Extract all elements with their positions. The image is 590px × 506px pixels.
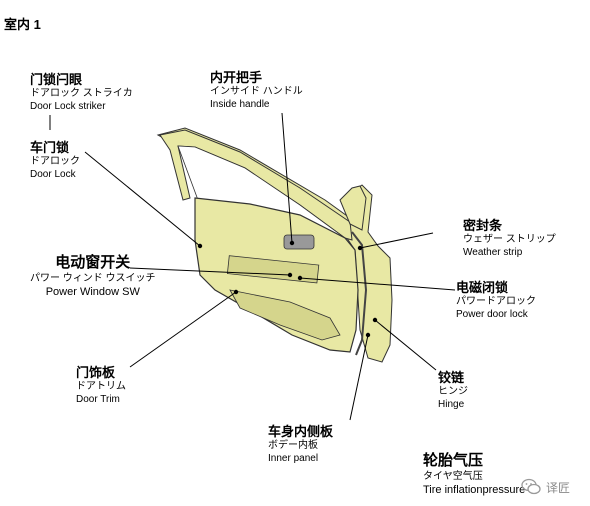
dot-door-trim bbox=[233, 289, 239, 295]
label-tire-inflation: 轮胎气压 タイヤ空气压 Tire inflationpressure bbox=[423, 452, 526, 496]
leader-hinge bbox=[374, 319, 437, 371]
dot-power-door-lock bbox=[297, 275, 303, 281]
label-power-door-lock: 电磁闭锁 パワードアロック Power door lock bbox=[456, 280, 536, 320]
dot-inner-panel bbox=[365, 332, 371, 338]
label-inside-handle: 内开把手 インサイド ハンドル Inside handle bbox=[210, 70, 303, 110]
seat-back bbox=[339, 185, 367, 231]
watermark: 译匠 bbox=[521, 478, 570, 496]
label-door-trim: 门饰板 ドアトリム Door Trim bbox=[76, 365, 126, 405]
window-switch-panel bbox=[226, 255, 320, 284]
leader-door-lock bbox=[84, 151, 201, 247]
page-title: 室内 1 bbox=[4, 17, 41, 32]
leader-door-trim bbox=[129, 291, 237, 368]
door-pocket bbox=[229, 289, 341, 341]
dot-hinge bbox=[372, 317, 378, 323]
leader-inner-panel bbox=[349, 334, 369, 421]
dot-weather-strip bbox=[357, 245, 363, 251]
leader-power-door-lock bbox=[299, 277, 456, 291]
dot-inside-handle bbox=[289, 240, 295, 246]
leader-weather-strip bbox=[359, 232, 434, 249]
leader-power-window-sw bbox=[129, 267, 291, 276]
wechat-icon bbox=[521, 478, 541, 495]
label-door-lock: 车门锁 ドアロック Door Lock bbox=[30, 140, 80, 180]
label-door-lock-striker: 门锁闩眼 ドアロック ストライカ Door Lock striker bbox=[30, 72, 133, 112]
watermark-text: 译匠 bbox=[545, 480, 570, 495]
label-power-window-sw: 电动窗开关 パワー ウィンド ウスイッチ Power Window SW bbox=[30, 254, 156, 298]
label-hinge: 铰链 ヒンジ Hinge bbox=[438, 370, 468, 410]
weather-strip bbox=[351, 231, 368, 356]
dot-power-window bbox=[287, 272, 293, 278]
label-weather-strip: 密封条 ウェザー ストリップ Weather strip bbox=[463, 218, 556, 258]
leader-inside-handle bbox=[281, 112, 293, 244]
dot-door-lock bbox=[197, 243, 203, 249]
inside-handle bbox=[283, 234, 315, 250]
label-inner-panel: 车身内侧板 ボデー内板 Inner panel bbox=[268, 424, 334, 464]
